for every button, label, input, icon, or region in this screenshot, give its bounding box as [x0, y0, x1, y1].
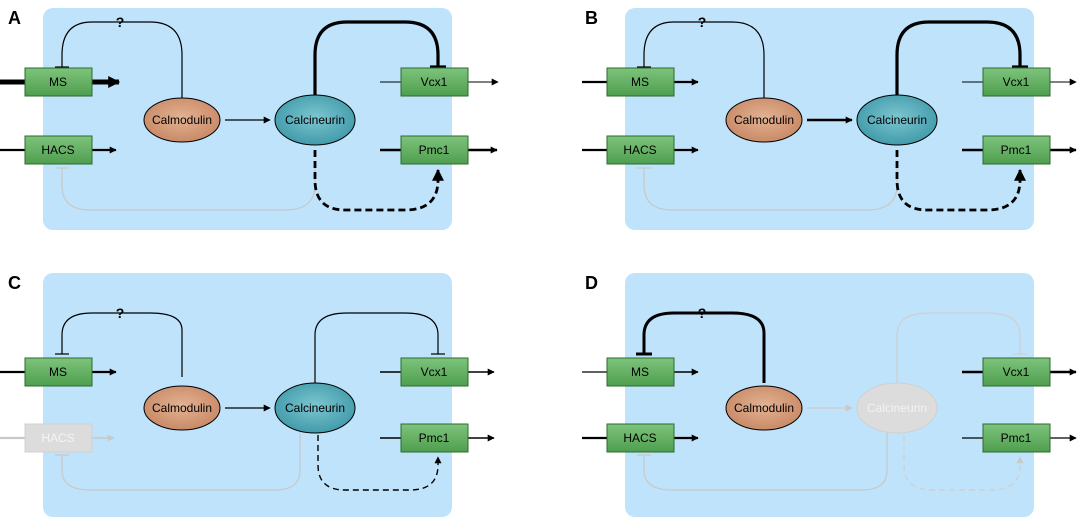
pmc1-label: Pmc1: [1001, 431, 1032, 445]
calcineurin-label: Calcineurin: [867, 113, 927, 127]
calmodulin-node: [143, 385, 221, 431]
vcx1-box: [982, 357, 1051, 387]
calcineurin-pmc1-activation: [895, 150, 1026, 212]
ms-label: MS: [631, 75, 649, 89]
calcineurin-pmc1-activation: [903, 435, 1024, 491]
calmodulin-ms-inhibition: [61, 312, 183, 377]
calmodulin-ms-inhibition: [61, 21, 183, 100]
calcineurin-vcx1-inhibition: [313, 20, 440, 100]
hacs-label: HACS: [41, 431, 74, 445]
question-mark: ?: [116, 305, 125, 321]
pmc1-label: Pmc1: [419, 431, 450, 445]
vcx1-label: Vcx1: [1003, 365, 1030, 379]
cell-background: [43, 273, 452, 517]
panel-letter: B: [585, 8, 598, 28]
calcineurin-label: Calcineurin: [867, 401, 927, 415]
calcineurin-node: [856, 94, 938, 146]
calmodulin-label: Calmodulin: [734, 401, 794, 415]
pmc1-box: [982, 135, 1051, 165]
calcineurin-vcx1-inhibition: [895, 20, 1022, 100]
panel-b: B ? MS HACS Calmodulin Calcineurin Vcx1 …: [582, 8, 1077, 230]
calcineurin-node: [274, 94, 356, 146]
vcx1-label: Vcx1: [421, 365, 448, 379]
calmodulin-node: [143, 97, 221, 143]
hacs-box: [24, 135, 93, 165]
cell-background: [43, 8, 452, 230]
pmc1-box: [400, 135, 469, 165]
calcineurin-hacs-inhibition: [643, 433, 888, 491]
calmodulin-label: Calmodulin: [734, 113, 794, 127]
panel-d: D ? MS HACS Calmodulin Calcineurin Vcx1 …: [582, 273, 1077, 517]
hacs-label: HACS: [41, 143, 74, 157]
vcx1-box: [982, 67, 1051, 97]
hacs-label: HACS: [623, 143, 656, 157]
ms-box: [606, 357, 675, 387]
calcineurin-vcx1-inhibition: [896, 312, 1021, 383]
panel-c: C ? MS HACS Calmodulin Calcineurin Vcx1 …: [0, 273, 495, 517]
calcineurin-label: Calcineurin: [285, 113, 345, 127]
panel-letter: A: [8, 8, 21, 28]
panel-letter: C: [8, 273, 21, 293]
vcx1-label: Vcx1: [1003, 75, 1030, 89]
ms-label: MS: [49, 75, 67, 89]
question-mark: ?: [698, 305, 707, 321]
panel-a: A ? MS HACS Calmodulin Calcineurin: [0, 8, 499, 230]
calmodulin-label: Calmodulin: [152, 113, 212, 127]
calmodulin-label: Calmodulin: [152, 401, 212, 415]
hacs-label: HACS: [623, 431, 656, 445]
vcx1-box: [400, 67, 469, 97]
ms-box: [24, 67, 93, 97]
calcineurin-pmc1-activation: [317, 435, 442, 491]
calcineurin-hacs-inhibition: [61, 165, 316, 211]
calcineurin-pmc1-activation: [313, 150, 444, 212]
calcineurin-hacs-inhibition: [61, 430, 301, 491]
question-mark: ?: [116, 14, 125, 30]
hacs-box: [606, 135, 675, 165]
ms-label: MS: [631, 365, 649, 379]
pmc1-label: Pmc1: [1001, 143, 1032, 157]
vcx1-label: Vcx1: [421, 75, 448, 89]
calcineurin-node: [856, 382, 938, 434]
pmc1-box: [400, 423, 469, 453]
question-mark: ?: [698, 14, 707, 30]
ms-label: MS: [49, 365, 67, 379]
calcineurin-vcx1-inhibition: [314, 312, 439, 383]
calcineurin-hacs-inhibition: [643, 165, 898, 211]
cell-background: [625, 273, 1034, 517]
calcineurin-label: Calcineurin: [285, 401, 345, 415]
hacs-box: [24, 423, 93, 453]
calcineurin-node: [274, 382, 356, 434]
calmodulin-node: [725, 385, 803, 431]
vcx1-box: [400, 357, 469, 387]
ms-box: [24, 357, 93, 387]
pmc1-box: [982, 423, 1051, 453]
ms-box: [606, 67, 675, 97]
pmc1-label: Pmc1: [419, 143, 450, 157]
panel-letter: D: [585, 273, 598, 293]
calmodulin-ms-inhibition: [642, 311, 766, 383]
calmodulin-ms-inhibition: [643, 21, 765, 100]
calmodulin-node: [725, 97, 803, 143]
hacs-box: [606, 423, 675, 453]
